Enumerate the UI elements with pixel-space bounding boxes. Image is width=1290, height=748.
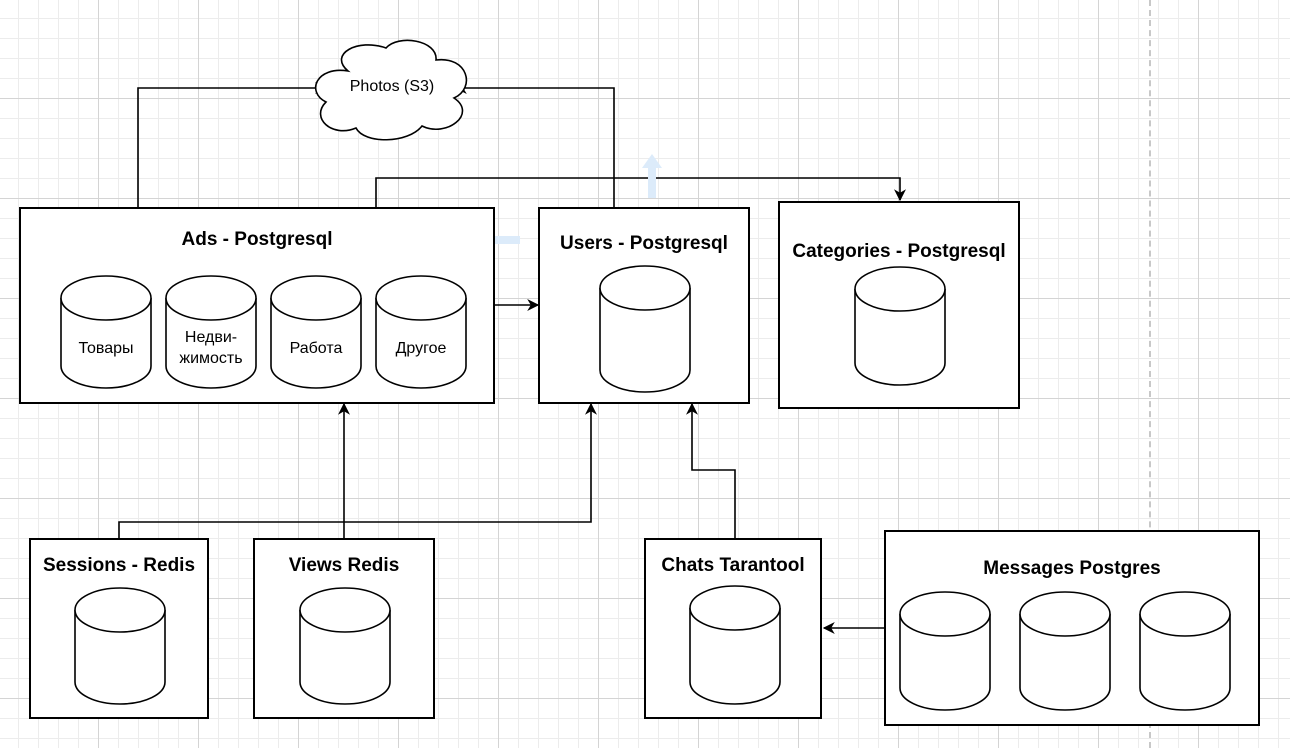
- ads-postgresql-box[interactable]: Ads - Postgresql Товары Недви- жимость Р…: [19, 207, 495, 404]
- chats-box-title: Chats Tarantool: [661, 555, 805, 576]
- db-cylinder-icon[interactable]: [899, 590, 991, 712]
- db-cylinder-icon[interactable]: [270, 274, 362, 390]
- sessions-redis-box[interactable]: Sessions - Redis: [29, 538, 209, 719]
- categories-box-title: Categories - Postgresql: [792, 241, 1006, 262]
- db-cylinder-icon[interactable]: [299, 586, 391, 706]
- edge-chats-to-users: [686, 402, 736, 538]
- categories-postgresql-box[interactable]: Categories - Postgresql: [778, 201, 1020, 409]
- messages-box-title: Messages Postgres: [983, 558, 1161, 579]
- db-cylinder-icon[interactable]: [74, 586, 166, 706]
- edge-ads-to-photos: [137, 82, 328, 208]
- db-table-label-other: Другое: [395, 340, 447, 357]
- db-cylinder-icon[interactable]: [854, 265, 946, 387]
- db-cylinder-icon[interactable]: [375, 274, 467, 390]
- db-cylinder-icon[interactable]: [60, 274, 152, 390]
- db-table-label-products: Товары: [78, 340, 134, 357]
- photos-storage-cloud[interactable]: [308, 36, 476, 144]
- db-cylinder-icon[interactable]: [599, 264, 691, 394]
- db-cylinder-icon[interactable]: [1019, 590, 1111, 712]
- db-table-label-realty: Недви- жимость: [179, 329, 243, 367]
- edge-users-to-photos: [454, 82, 615, 208]
- messages-postgres-box[interactable]: Messages Postgres: [884, 530, 1260, 726]
- photos-storage-label: Photos (S3): [349, 78, 435, 95]
- edge-ads-to-categories: [375, 177, 906, 208]
- db-cylinder-icon[interactable]: [165, 274, 257, 390]
- users-postgresql-box[interactable]: Users - Postgresql: [538, 207, 750, 404]
- db-cylinder-icon[interactable]: [689, 584, 781, 706]
- ads-box-title: Ads - Postgresql: [181, 229, 333, 250]
- db-table-label-jobs: Работа: [289, 340, 343, 357]
- views-box-title: Views Redis: [288, 555, 400, 576]
- cloud-shape-icon: [315, 39, 468, 141]
- edge-sessions-to-users: [118, 402, 597, 538]
- sessions-box-title: Sessions - Redis: [42, 555, 196, 576]
- views-redis-box[interactable]: Views Redis: [253, 538, 435, 719]
- chats-tarantool-box[interactable]: Chats Tarantool: [644, 538, 822, 719]
- users-box-title: Users - Postgresql: [560, 233, 728, 254]
- page-break-line: [1149, 0, 1151, 748]
- db-cylinder-icon[interactable]: [1139, 590, 1231, 712]
- hover-hint-arrow-up-icon: [642, 154, 662, 198]
